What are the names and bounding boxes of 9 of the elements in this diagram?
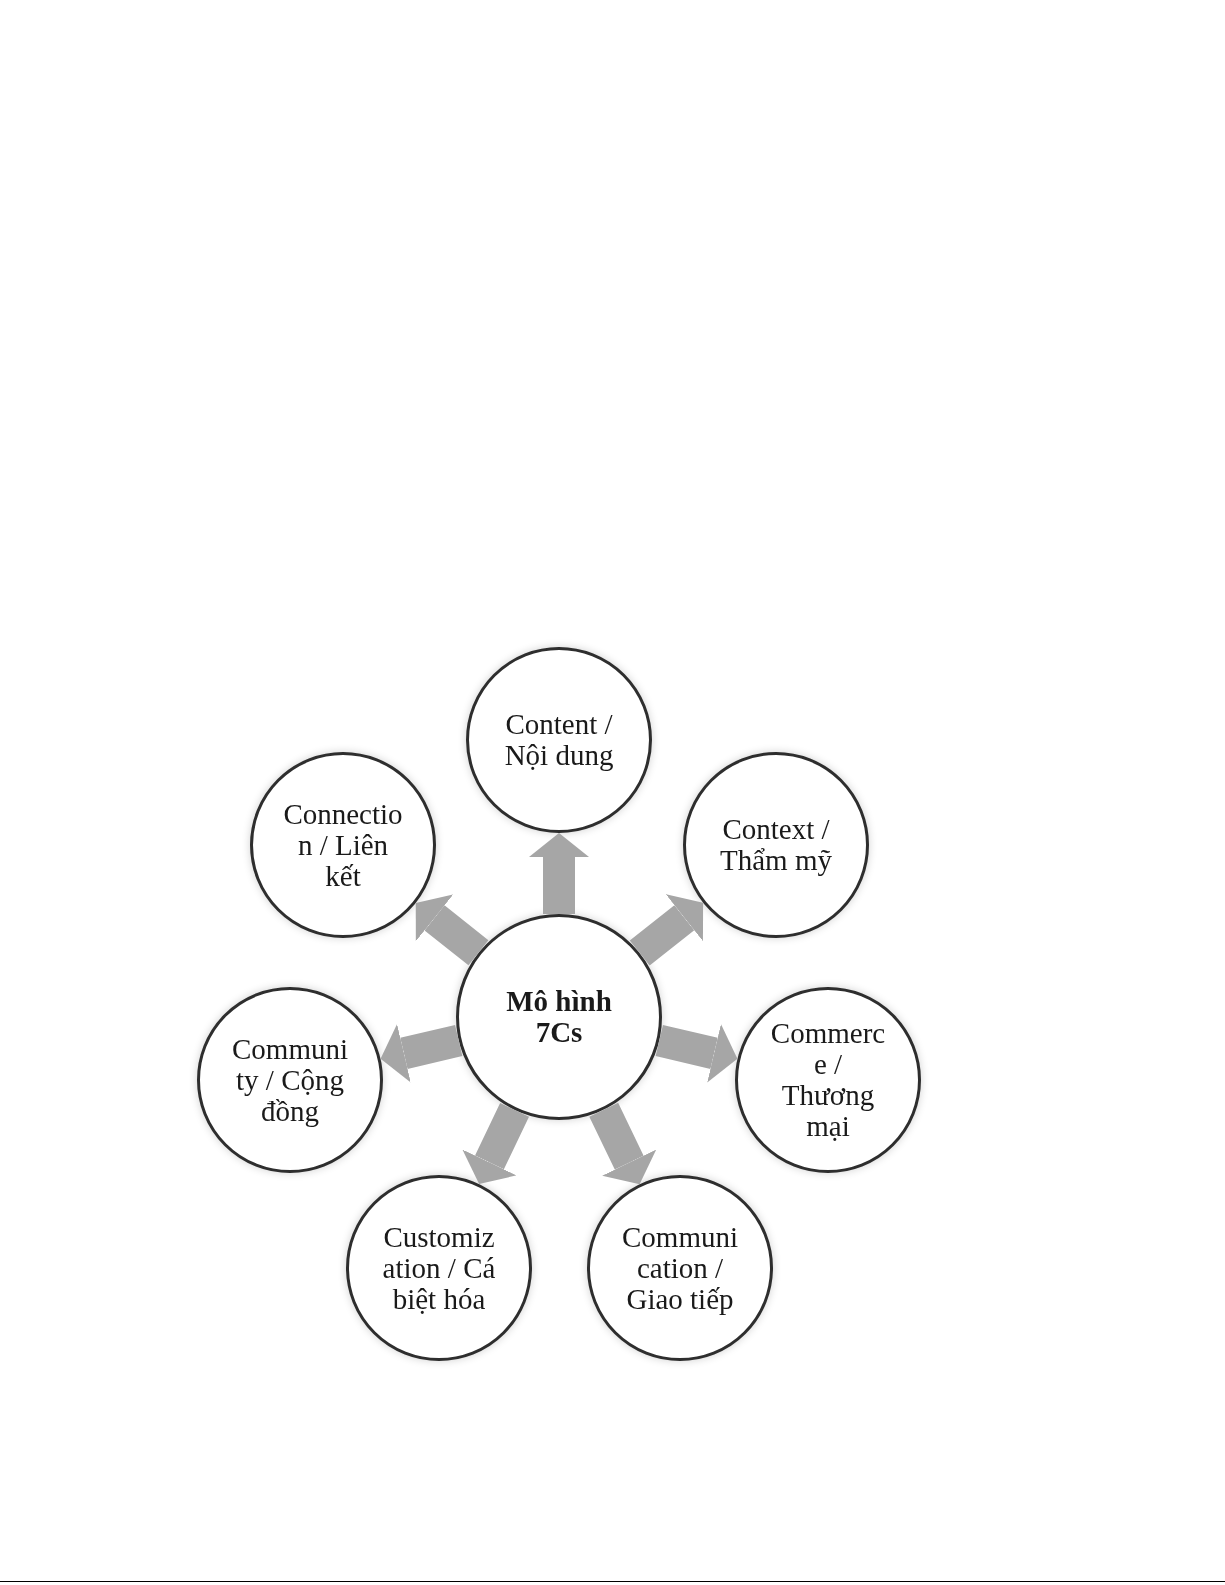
node-label: Commerc e / Thương mại xyxy=(769,1018,887,1142)
node-label: Customiz ation / Cá biệt hóa xyxy=(381,1221,497,1315)
node-label: Connectio n / Liên kết xyxy=(282,798,404,892)
node-label: Mô hình 7Cs xyxy=(505,986,613,1048)
node-label: Context / Thẩm mỹ xyxy=(719,814,833,876)
node-label: Communi cation / Giao tiếp xyxy=(621,1221,739,1315)
block-arrow xyxy=(529,833,589,914)
node-label: Content / Nội dung xyxy=(503,709,615,771)
node-label: Communi ty / Cộng đồng xyxy=(231,1033,349,1127)
